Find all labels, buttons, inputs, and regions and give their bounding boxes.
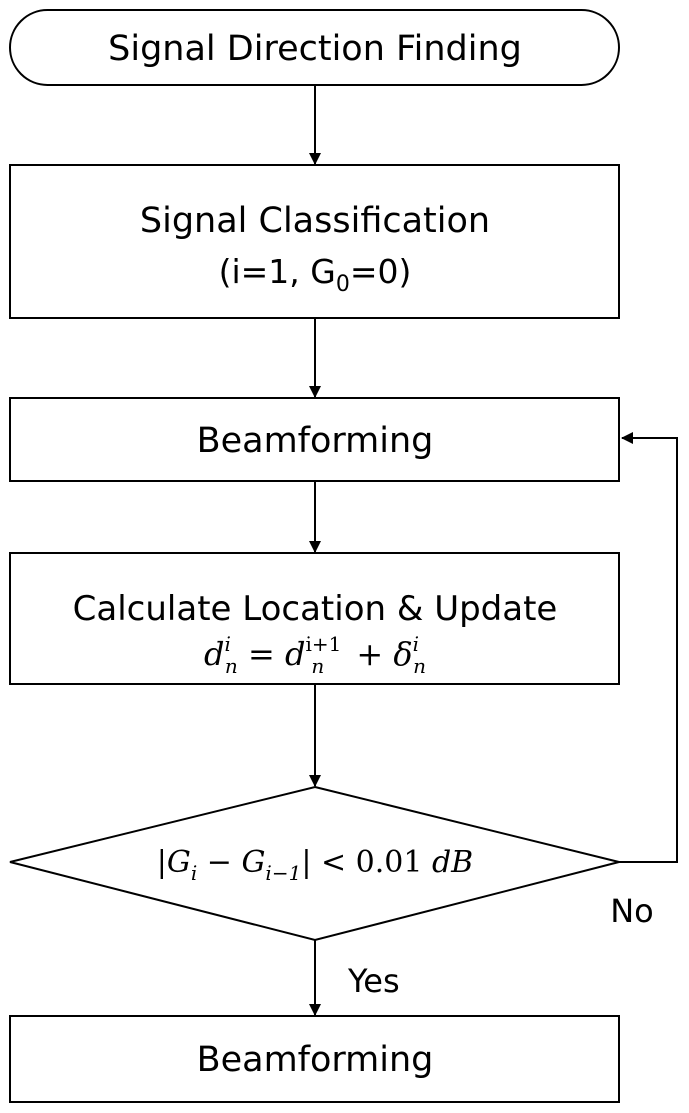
decision-unit: dB [422, 845, 473, 880]
decision-less: < [311, 845, 355, 880]
formula-lhs-base: d [204, 635, 224, 673]
decision-close-bar: | [301, 845, 311, 880]
decision-open-bar: | [157, 845, 167, 880]
decision-g2-base: G [241, 845, 265, 880]
formula-lhs-sup: i [225, 632, 231, 656]
decision-g1-base: G [167, 845, 191, 880]
formula-plus: + [346, 635, 393, 673]
formula-rhs1-sub: n [311, 654, 324, 678]
decision-g2-sub: i−1 [265, 861, 301, 885]
classification-params: (i=1, G0=0) [219, 252, 412, 297]
formula-rhs2-sub: n [413, 654, 426, 678]
start-label: Signal Direction Finding [108, 29, 522, 69]
decision-minus: − [197, 845, 241, 880]
formula-lhs-sub: n [225, 654, 238, 678]
decision-threshold: 0.01 [356, 845, 423, 880]
beamforming-label-2: Beamforming [197, 1040, 434, 1080]
formula-rhs2-base: δ [393, 635, 412, 673]
decision-g1-sub: i [191, 861, 197, 885]
beamforming-label-1: Beamforming [197, 421, 434, 461]
calculate-label: Calculate Location & Update [73, 589, 558, 629]
calculate-box [9, 552, 620, 685]
decision-formula: |Gi − Gi−1| < 0.01 dB [157, 845, 473, 885]
classification-box [9, 164, 620, 319]
yes-label: Yes [347, 962, 400, 1000]
arrow-no-loop [619, 432, 678, 863]
classification-params-subscript: 0 [336, 272, 350, 297]
classification-label: Signal Classification [140, 201, 490, 241]
classification-params-prefix: (i=1, G [219, 252, 336, 291]
beamforming-box-2 [9, 1015, 620, 1103]
beamforming-box-1 [9, 397, 620, 482]
formula-equals: = [238, 635, 285, 673]
formula-rhs2-sup: i [413, 632, 419, 656]
formula-rhs1-sup: i+1 [305, 632, 341, 656]
classification-params-suffix: =0) [350, 252, 412, 291]
formula-rhs1-base: d [285, 635, 305, 673]
no-label: No [610, 892, 654, 930]
